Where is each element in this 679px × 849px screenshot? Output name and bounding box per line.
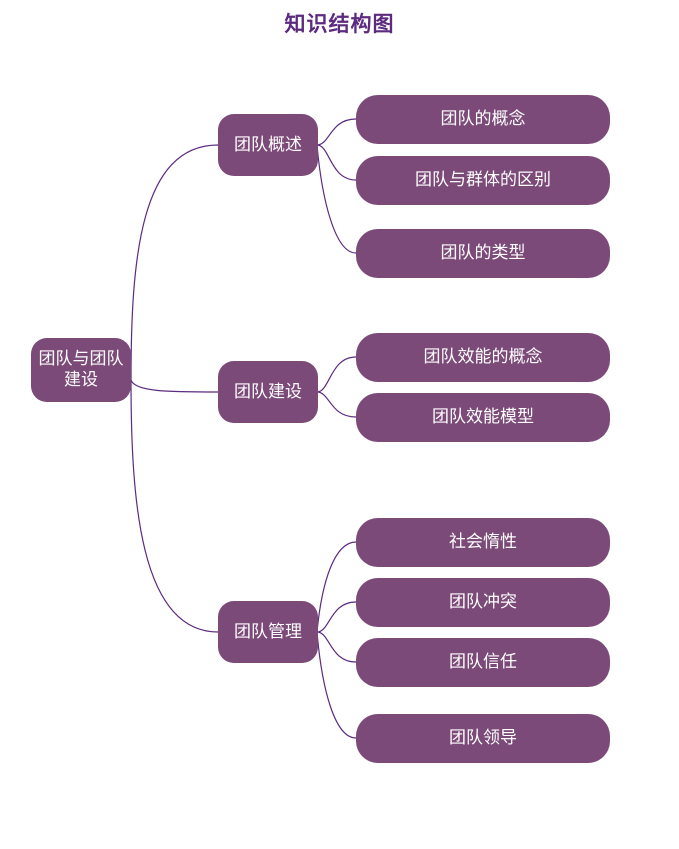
leaf-node-label: 团队领导 — [449, 728, 517, 748]
leaf-node-label: 团队效能模型 — [432, 407, 534, 427]
branch-node-overview[interactable]: 团队概述 — [218, 114, 318, 176]
connector-branch-2-leaf-2 — [316, 631, 357, 663]
connector-branch-2-leaf-0 — [316, 541, 357, 633]
leaf-node-label: 团队冲突 — [449, 592, 517, 612]
connector-root-branch-2 — [130, 379, 219, 633]
leaf-node-label: 团队的概念 — [440, 109, 526, 129]
root-node-label-line2: 建设 — [64, 370, 98, 390]
leaf-node-label: 团队的类型 — [440, 243, 526, 263]
leaf-node[interactable]: 团队的概念 — [356, 95, 610, 144]
leaf-node-label: 社会惰性 — [449, 532, 517, 552]
root-node-label-line1: 团队与团队 — [38, 349, 124, 369]
connector-root-branch-1 — [130, 379, 219, 393]
leaf-node[interactable]: 社会惰性 — [356, 518, 610, 567]
connector-branch-2-leaf-3 — [316, 631, 357, 739]
leaf-node[interactable]: 团队与群体的区别 — [356, 156, 610, 205]
leaf-node[interactable]: 团队效能模型 — [356, 393, 610, 442]
leaf-node[interactable]: 团队效能的概念 — [356, 333, 610, 382]
diagram-title: 知识结构图 — [284, 12, 395, 36]
branch-node-label: 团队管理 — [234, 621, 302, 642]
leaf-node-label: 团队与群体的区别 — [415, 170, 551, 190]
connector-branch-0-leaf-2 — [316, 144, 357, 254]
connector-branch-1-leaf-1 — [316, 391, 357, 418]
connector-root-branch-0 — [130, 144, 219, 381]
connector-branch-0-leaf-0 — [316, 118, 357, 146]
leaf-node[interactable]: 团队冲突 — [356, 578, 610, 627]
branch-node-management[interactable]: 团队管理 — [218, 601, 318, 663]
branch-node-building[interactable]: 团队建设 — [218, 361, 318, 423]
branch-node-label: 团队建设 — [234, 381, 302, 402]
leaf-node[interactable]: 团队的类型 — [356, 229, 610, 278]
leaf-node-label: 团队信任 — [449, 652, 517, 672]
branch-node-label: 团队概述 — [234, 134, 302, 155]
root-node[interactable]: 团队与团队 建设 — [31, 338, 131, 402]
connector-branch-1-leaf-0 — [316, 356, 357, 393]
connector-branch-2-leaf-1 — [316, 601, 357, 633]
connector-branch-0-leaf-1 — [316, 144, 357, 181]
leaf-node[interactable]: 团队领导 — [356, 714, 610, 763]
leaf-node-label: 团队效能的概念 — [423, 347, 543, 367]
leaf-node[interactable]: 团队信任 — [356, 638, 610, 687]
